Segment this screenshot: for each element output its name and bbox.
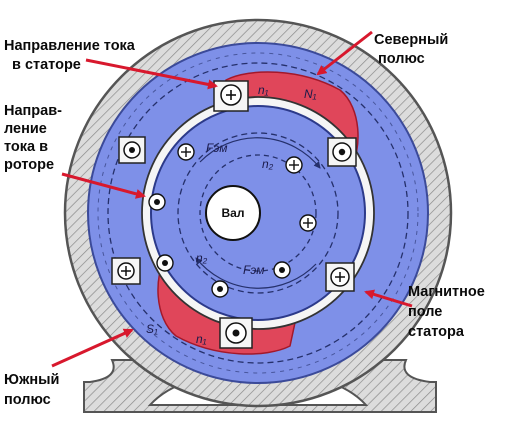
south-pole-label-line2: полюс bbox=[4, 392, 51, 408]
svg-text:n₁: n₁ bbox=[196, 332, 207, 346]
magnetic-field-label-line3: статора bbox=[408, 324, 465, 340]
rotor-current-label-line1: Направ- bbox=[4, 103, 62, 119]
shaft: Вал bbox=[205, 185, 261, 241]
svg-text:S₁: S₁ bbox=[146, 322, 158, 336]
stator-current-label-line2: в статоре bbox=[12, 57, 81, 73]
north-pole-label-line2: полюс bbox=[378, 51, 425, 67]
rotor-conductors bbox=[148, 143, 317, 298]
rotor-current-label-line2: ление bbox=[4, 121, 47, 137]
stator-current-label-line1: Направление тока bbox=[4, 38, 136, 54]
rotor-current-label-line3: тока в bbox=[4, 139, 48, 155]
south-pole-label-line1: Южный bbox=[4, 372, 59, 388]
magnetic-field-label-line2: поле bbox=[408, 304, 442, 320]
svg-text:n₂: n₂ bbox=[196, 251, 208, 265]
svg-text:Fэм: Fэм bbox=[206, 141, 227, 155]
north-pole-label-line1: Северный bbox=[374, 32, 448, 48]
stator-slots bbox=[111, 80, 357, 349]
magnetic-field-label-line1: Магнитное bbox=[408, 284, 485, 300]
pointer-arrows bbox=[51, 30, 413, 368]
svg-text:n₂: n₂ bbox=[262, 157, 274, 171]
svg-text:Fэм: Fэм bbox=[243, 263, 264, 277]
svg-text:N₁: N₁ bbox=[304, 87, 317, 101]
interior-markers: n₁ N₁ Fэм n₂ n₂ Fэм S₁ n₁ bbox=[146, 83, 317, 346]
shaft-label: Вал bbox=[222, 206, 245, 220]
svg-text:n₁: n₁ bbox=[258, 83, 269, 97]
rotor-current-label-line4: роторе bbox=[4, 157, 54, 173]
